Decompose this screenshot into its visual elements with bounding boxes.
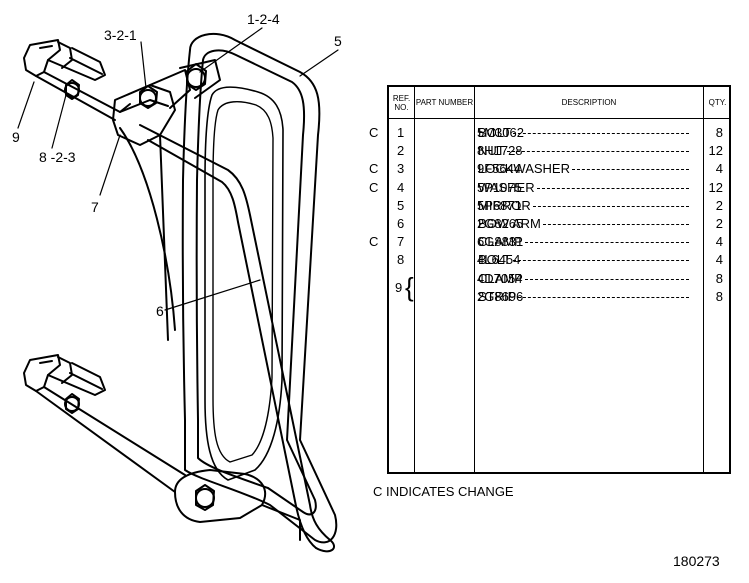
column-divider xyxy=(414,87,415,472)
part-description: BOW ARM xyxy=(478,216,541,231)
header-ref-no: REF. NO. xyxy=(392,93,411,112)
mirror-frame xyxy=(181,32,338,544)
dash-leader xyxy=(537,187,689,189)
quantity: 4 xyxy=(715,161,723,177)
dash-leader xyxy=(543,224,689,225)
part-description: LOCKWASHER xyxy=(478,161,570,177)
ref-number: 3 xyxy=(397,161,405,177)
quantity: 8 xyxy=(715,288,723,304)
quantity: 2 xyxy=(715,197,723,213)
column-divider xyxy=(474,87,475,472)
lower-clamp xyxy=(23,354,301,541)
part-number: 2G8696 xyxy=(477,288,524,304)
leader-lines xyxy=(17,27,339,311)
quantity: 4 xyxy=(715,234,723,250)
dash-leader xyxy=(513,133,689,134)
ref-number: 9 xyxy=(395,279,403,295)
part-description: MIRROR xyxy=(478,197,531,213)
ref-number: 6 xyxy=(397,216,405,231)
part-number: 5M3062 xyxy=(477,125,524,140)
part-number: 4L6454 xyxy=(477,252,521,268)
figure-number: 180273 xyxy=(673,553,720,569)
change-legend: C INDICATES CHANGE xyxy=(373,484,514,499)
dash-leader xyxy=(525,278,689,280)
part-description: NUT xyxy=(478,143,505,159)
part-number: 5P1075 xyxy=(477,179,522,195)
part-description: CLAMP xyxy=(478,234,523,250)
upper-clamp xyxy=(23,39,221,146)
change-indicator: C xyxy=(369,125,379,140)
dash-leader xyxy=(513,260,689,262)
ref-number: 2 xyxy=(397,143,405,159)
callout-7: 7 xyxy=(91,199,99,215)
quantity: 8 xyxy=(715,270,723,286)
column-divider xyxy=(703,87,704,472)
header-part-number: PART NUMBER xyxy=(415,98,474,107)
group-brace: { xyxy=(405,271,414,302)
dash-leader xyxy=(525,242,689,244)
parts-list-table: REF. NO. PART NUMBER DESCRIPTION QTY. C 1… xyxy=(369,85,731,474)
part-number: 5P6871 xyxy=(477,197,522,213)
bow-arm xyxy=(139,124,335,553)
ref-number: 7 xyxy=(397,234,405,250)
header-description: DESCRIPTION xyxy=(561,98,617,107)
callout-9: 9 xyxy=(12,129,20,145)
part-description: CLAMP xyxy=(478,270,523,286)
quantity: 2 xyxy=(715,216,723,231)
quantity: 12 xyxy=(708,143,723,159)
part-description: WASHER xyxy=(478,179,535,195)
part-description: STRIP xyxy=(478,288,517,304)
header-qty: QTY. xyxy=(708,98,727,107)
callout-3-2-1: 3-2-1 xyxy=(104,27,137,43)
header-rule xyxy=(389,118,729,119)
quantity: 12 xyxy=(708,179,723,195)
part-description: BOLT xyxy=(478,125,511,140)
part-number: 4D7054 xyxy=(477,270,523,286)
ref-number: 5 xyxy=(397,197,405,213)
part-description: BOLT xyxy=(478,252,511,268)
part-number: 2G8265 xyxy=(477,216,524,231)
change-indicator: C xyxy=(369,161,379,177)
support-bar xyxy=(119,127,176,341)
callout-8-2-3: 8 -2-3 xyxy=(39,149,76,165)
mirror-assembly-drawing xyxy=(17,27,339,553)
dash-leader xyxy=(518,296,689,298)
ref-number: 1 xyxy=(397,125,405,140)
dash-leader xyxy=(533,205,689,207)
callout-5: 5 xyxy=(334,33,342,49)
part-number: 9F5644 xyxy=(477,161,522,177)
quantity: 4 xyxy=(715,252,723,268)
ref-number: 4 xyxy=(397,179,405,195)
dash-leader xyxy=(572,169,689,171)
dash-leader xyxy=(507,151,689,153)
quantity: 8 xyxy=(715,125,723,140)
callout-1-2-4: 1-2-4 xyxy=(247,11,280,27)
change-indicator: C xyxy=(369,234,379,250)
ref-number: 8 xyxy=(397,252,405,268)
change-indicator: C xyxy=(369,179,379,195)
part-number: 8H1728 xyxy=(477,143,523,159)
callout-6: 6 xyxy=(156,303,164,319)
part-number: 6G8831 xyxy=(477,234,524,250)
